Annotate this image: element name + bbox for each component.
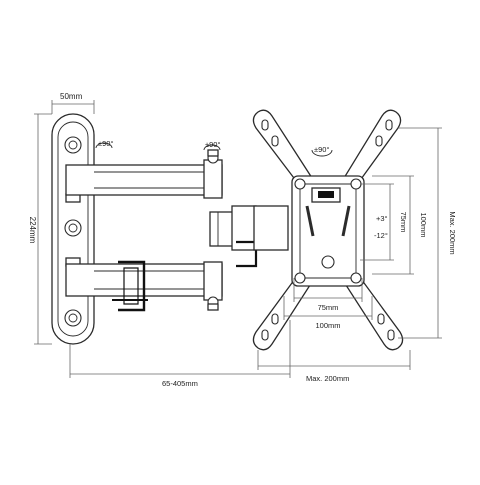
vesa-h-large-label: 100mm — [315, 321, 340, 330]
vesa-v-large-label: 100mm — [419, 212, 428, 237]
max-horizontal-label: Max. 200mm — [306, 374, 349, 383]
wall-plate-width-dimension: 50mm — [51, 92, 95, 114]
tilt-indicator: +3° -12° — [374, 214, 388, 240]
vesa-vertical-75-dimension: 75mm — [360, 183, 408, 261]
tilt-up-label: +3° — [376, 214, 388, 223]
max-vertical-dimension: Max. 200mm — [398, 127, 457, 339]
wall-plate-height-label: 224mm — [28, 217, 37, 244]
vesa-h-small-label: 75mm — [318, 303, 339, 312]
upper-arm — [65, 149, 223, 199]
wall-plate — [51, 113, 95, 345]
vesa-horizontal-75-dimension: 75mm — [293, 278, 363, 312]
wall-plate-height-dimension: 224mm — [28, 113, 52, 345]
vesa-horizontal-100-dimension: 100mm — [283, 296, 373, 330]
wall-swivel-indicator: ±90° — [95, 139, 113, 149]
tilt-down-label: -12° — [374, 231, 388, 240]
extension-label: 65-405mm — [162, 379, 198, 388]
lower-arm — [65, 260, 223, 312]
arm-swivel-label: ±90° — [205, 140, 220, 149]
vesa-head-plate — [291, 175, 365, 287]
rotation-label: ±90° — [314, 145, 329, 154]
wall-plate-width-label: 50mm — [60, 92, 83, 101]
vesa-v-small-label: 75mm — [399, 212, 408, 233]
max-vertical-label: Max. 200mm — [448, 211, 457, 254]
vesa-vertical-100-dimension: 100mm — [372, 175, 428, 275]
rotation-indicator: ±90° — [311, 145, 333, 157]
arm-joint — [209, 205, 289, 268]
vesa-bracket-arms — [252, 109, 404, 351]
max-horizontal-dimension: Max. 200mm — [257, 350, 411, 383]
arm-swivel-indicator: ±90° — [203, 140, 220, 151]
extension-dimension: 65-405mm — [69, 320, 291, 388]
wall-swivel-label: ±90° — [98, 139, 113, 148]
